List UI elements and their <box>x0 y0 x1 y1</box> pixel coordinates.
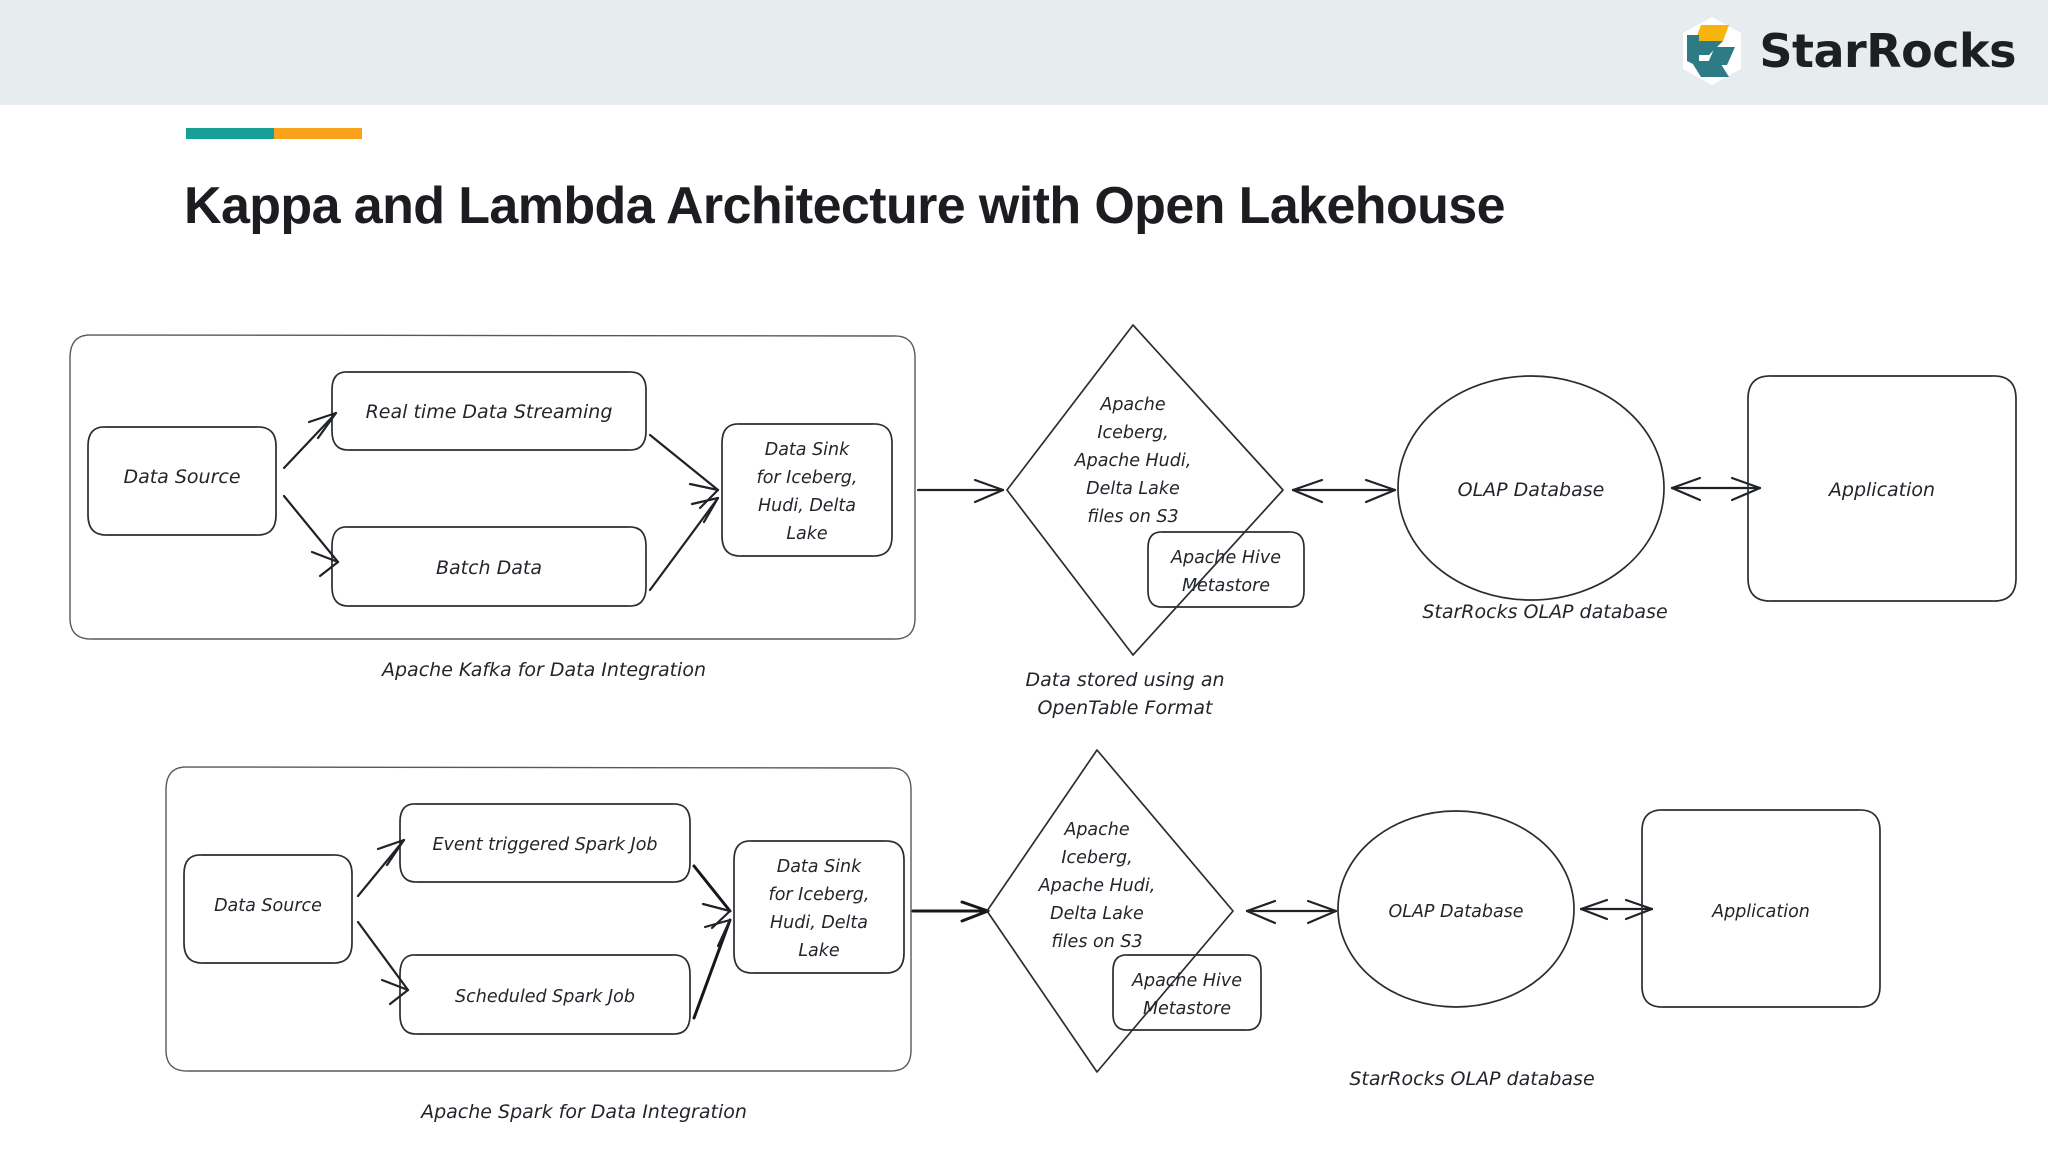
node-label: Application <box>1827 479 1935 501</box>
kafka-container <box>69 334 916 640</box>
caption-olap-kappa: StarRocks OLAP database <box>1422 601 1667 623</box>
brand-name: StarRocks <box>1759 24 2016 78</box>
starrocks-logo: StarRocks <box>1679 12 2016 90</box>
diamond-label-line5: files on S3 <box>1087 507 1178 527</box>
node-scheduled-spark-job: Scheduled Spark Job <box>399 954 691 1035</box>
arrow-olap-application-kappa <box>1670 476 1762 502</box>
arrow-lakehouse-olap-kappa <box>1291 478 1397 504</box>
node-application-lambda: Application <box>1641 809 1881 1008</box>
page-title: Kappa and Lambda Architecture with Open … <box>184 177 1506 235</box>
node-olap-database-lambda: OLAP Database <box>1337 810 1575 1008</box>
arrow-event-job-to-sink <box>692 864 732 930</box>
metastore-label-line1: Apache Hive <box>1170 548 1281 568</box>
caption-olap-lambda: StarRocks OLAP database <box>1349 1068 1594 1090</box>
starrocks-hexagon-logo-icon <box>1683 17 1742 85</box>
diamond-label-line3: Apache Hudi, <box>1074 451 1192 471</box>
metastore-label-line1: Apache Hive <box>1131 971 1242 991</box>
node-label-line3: Hudi, Delta <box>770 913 868 933</box>
node-label: OLAP Database <box>1388 902 1523 922</box>
node-label: Real time Data Streaming <box>366 401 613 423</box>
spark-container <box>165 766 912 1072</box>
node-label: Scheduled Spark Job <box>455 987 635 1007</box>
metastore-label-line2: Metastore <box>1182 576 1270 596</box>
architecture-diagram: Data Source Real time Data Streaming Bat… <box>69 324 2017 1123</box>
node-lakehouse-diamond-kappa: Apache Iceberg, Apache Hudi, Delta Lake … <box>1006 324 1284 656</box>
diamond-label-line4: Delta Lake <box>1086 479 1180 499</box>
node-batch-data: Batch Data <box>331 526 647 607</box>
node-label-line2: for Iceberg, <box>757 468 858 488</box>
diamond-label-line5: files on S3 <box>1051 932 1142 952</box>
arrow-source-to-scheduled-job <box>356 920 410 1006</box>
arrow-kafka-to-lakehouse <box>916 478 1005 504</box>
node-real-time-streaming: Real time Data Streaming <box>331 371 647 451</box>
arrow-source-to-event-job <box>356 838 406 898</box>
node-label: Data Source <box>123 466 240 488</box>
node-hive-metastore-lambda: Apache Hive Metastore <box>1112 954 1262 1031</box>
node-hive-metastore-kappa: Apache Hive Metastore <box>1147 531 1305 608</box>
node-label: Data Source <box>214 896 322 916</box>
node-label-line2: for Iceberg, <box>769 885 870 905</box>
diamond-label-line2: Iceberg, <box>1097 423 1168 443</box>
arrow-olap-application-lambda <box>1579 898 1654 921</box>
arrow-scheduled-job-to-sink <box>692 918 732 1020</box>
diamond-label-line4: Delta Lake <box>1050 904 1144 924</box>
node-label: Application <box>1711 902 1810 922</box>
accent-bar-teal <box>186 128 274 139</box>
arrow-source-to-batch <box>282 494 340 578</box>
diamond-label-line2: Iceberg, <box>1061 848 1132 868</box>
arrow-spark-to-lakehouse <box>911 900 990 923</box>
diamond-label-line1: Apache <box>1063 820 1129 840</box>
node-label-line1: Data Sink <box>777 857 862 877</box>
node-application-kappa: Application <box>1747 375 2017 602</box>
caption-spark-integration: Apache Spark for Data Integration <box>419 1101 747 1123</box>
node-olap-database-kappa: OLAP Database <box>1397 375 1665 601</box>
node-data-sink-kappa: Data Sink for Iceberg, Hudi, Delta Lake <box>721 423 893 557</box>
node-lakehouse-diamond-lambda: Apache Iceberg, Apache Hudi, Delta Lake … <box>986 749 1234 1073</box>
lambda-row: Data Source Event triggered Spark Job Sc… <box>165 749 1881 1123</box>
node-label-line3: Hudi, Delta <box>758 496 856 516</box>
node-data-source-lambda: Data Source <box>183 854 353 964</box>
caption-storage-line1: Data stored using an <box>1025 669 1224 691</box>
node-data-sink-lambda: Data Sink for Iceberg, Hudi, Delta Lake <box>733 840 905 974</box>
node-label-line1: Data Sink <box>765 440 850 460</box>
diamond-label-line3: Apache Hudi, <box>1038 876 1156 896</box>
accent-bar <box>186 128 362 139</box>
caption-storage-line2: OpenTable Format <box>1037 697 1214 719</box>
node-label: Event triggered Spark Job <box>432 835 657 855</box>
node-data-source-kappa: Data Source <box>87 426 277 536</box>
arrow-source-to-streaming <box>282 411 338 470</box>
node-label: OLAP Database <box>1458 479 1605 501</box>
diamond-label-line1: Apache <box>1099 395 1165 415</box>
caption-kafka-integration: Apache Kafka for Data Integration <box>380 659 706 681</box>
kappa-row: Data Source Real time Data Streaming Bat… <box>69 324 2017 719</box>
node-label-line4: Lake <box>798 941 839 961</box>
node-label: Batch Data <box>436 557 542 579</box>
accent-bar-orange <box>274 128 362 139</box>
node-label-line4: Lake <box>786 524 827 544</box>
metastore-label-line2: Metastore <box>1143 999 1231 1019</box>
node-event-spark-job: Event triggered Spark Job <box>399 803 691 883</box>
arrow-lakehouse-olap-lambda <box>1245 899 1338 925</box>
arrow-streaming-to-sink <box>648 433 720 510</box>
arrow-batch-to-sink <box>648 496 720 592</box>
